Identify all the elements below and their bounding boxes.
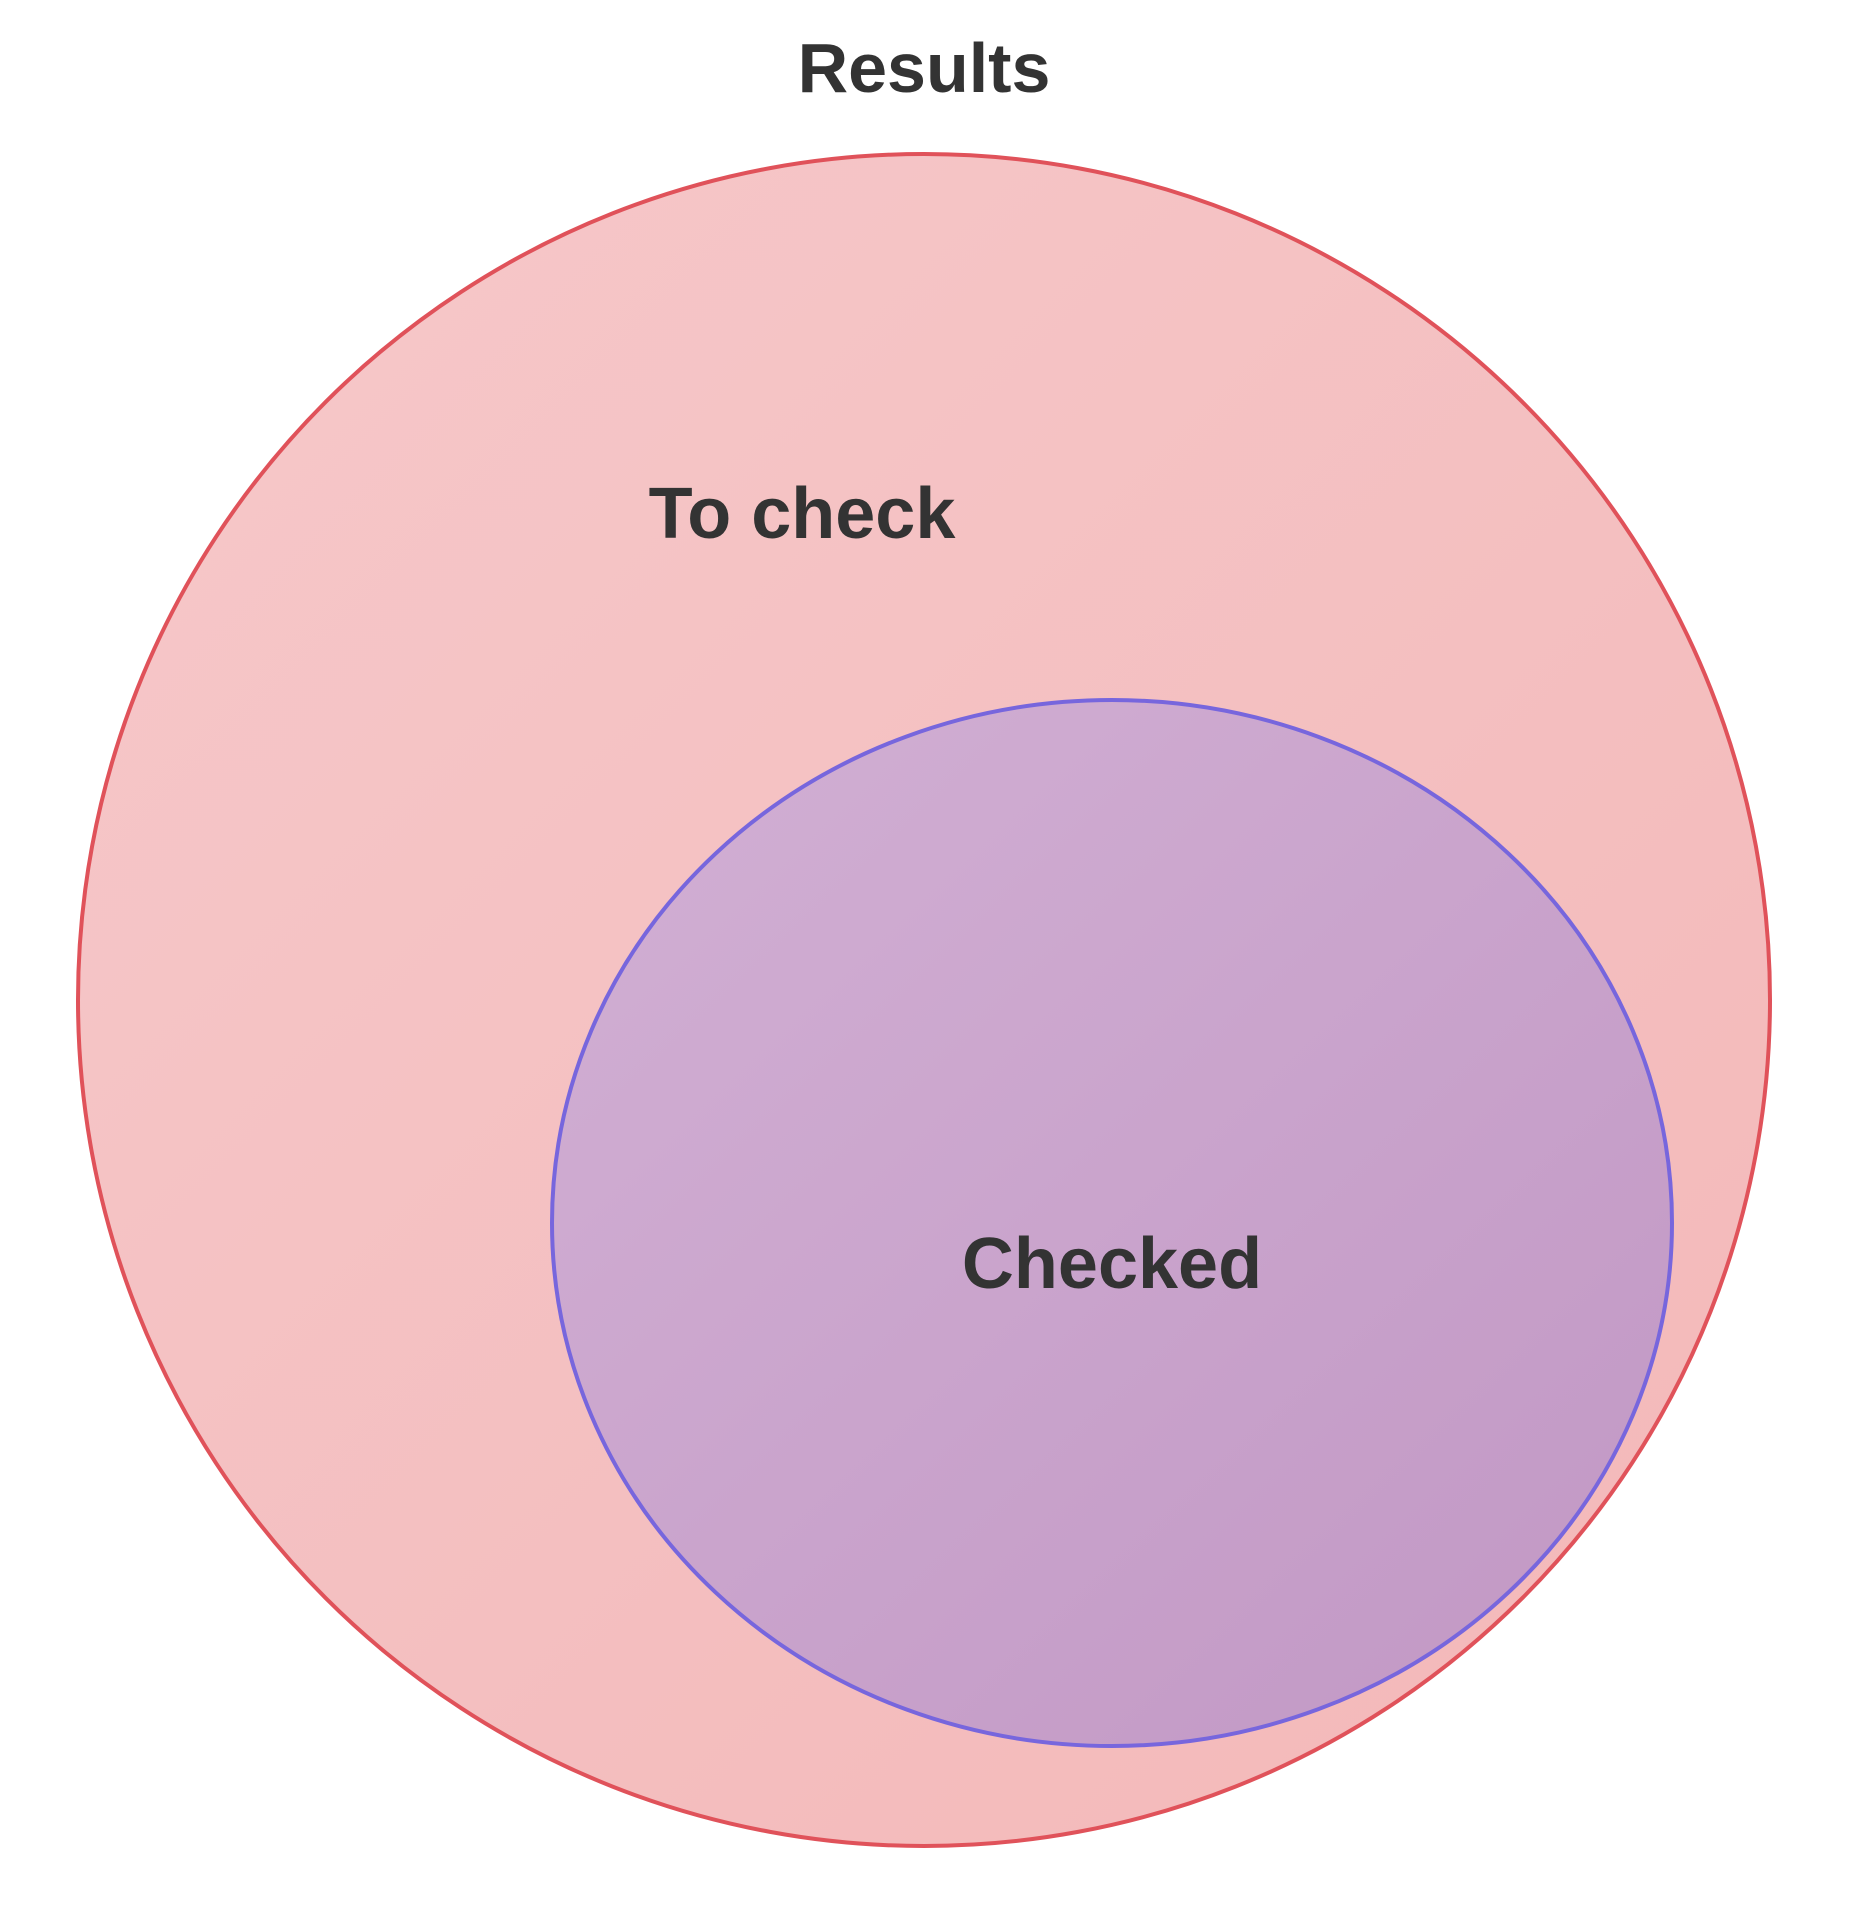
set-checked-circle xyxy=(550,698,1674,1748)
set-to-check-label: To check xyxy=(649,474,957,554)
diagram-title: Results xyxy=(798,29,1051,107)
set-checked-label: Checked xyxy=(962,1224,1262,1304)
